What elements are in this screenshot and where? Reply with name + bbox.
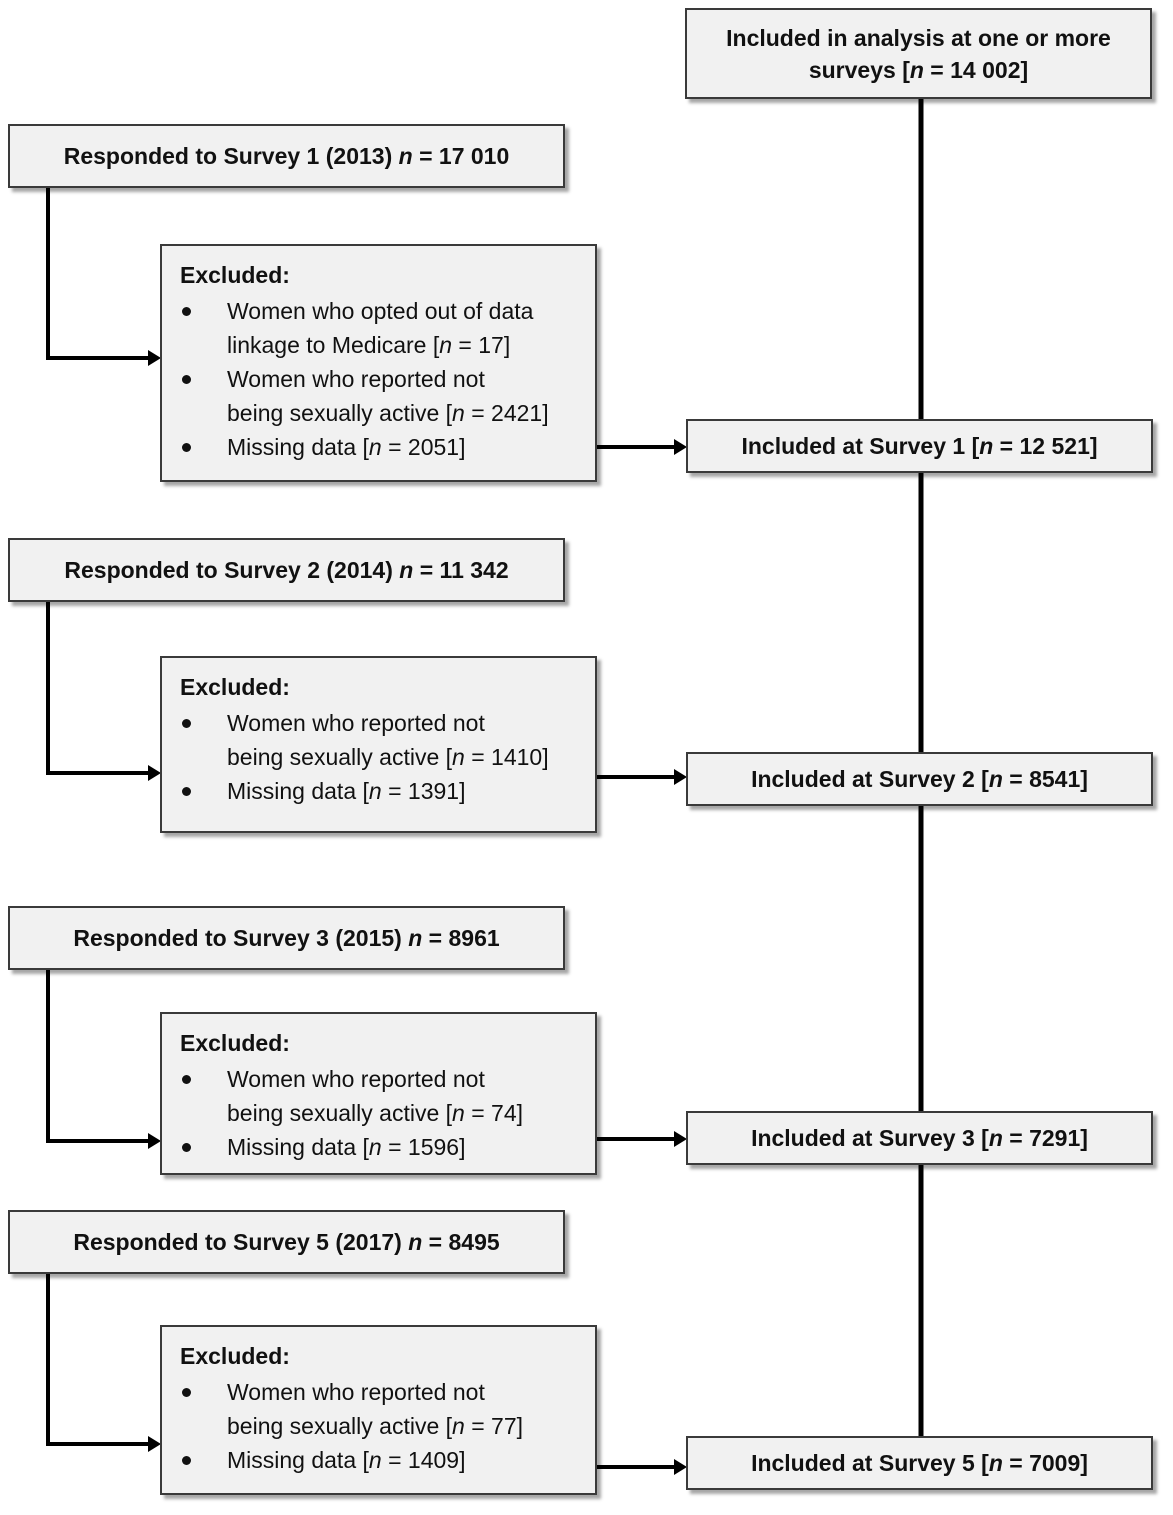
responded-survey-2-box: Responded to Survey 2 (2014) n = 11 342 xyxy=(8,538,565,602)
analysis-total-line1: Included in analysis at one or more xyxy=(726,24,1111,51)
elbow-arrow-s3 xyxy=(46,970,150,1143)
excluded-title: Excluded: xyxy=(180,674,290,700)
elbow-arrowhead-s1 xyxy=(148,350,161,366)
exclusion-item: Missing data [n = 1409] xyxy=(180,1443,577,1477)
included-survey-2-box: Included at Survey 2 [n = 8541] xyxy=(686,752,1153,806)
excluded-title: Excluded: xyxy=(180,1030,290,1056)
arrowhead-included-s3 xyxy=(674,1131,687,1147)
excluded-title: Excluded: xyxy=(180,1343,290,1369)
arrowhead-included-s5 xyxy=(674,1459,687,1475)
elbow-arrow-s5 xyxy=(46,1274,150,1446)
arrowhead-included-s2 xyxy=(674,769,687,785)
responded-survey-5-box: Responded to Survey 5 (2017) n = 8495 xyxy=(8,1210,565,1274)
excluded-title: Excluded: xyxy=(180,262,290,288)
exclusion-item: Missing data [n = 2051] xyxy=(180,430,577,464)
elbow-arrowhead-s5 xyxy=(148,1436,161,1452)
exclusion-item: Missing data [n = 1391] xyxy=(180,774,577,808)
exclusion-item: Missing data [n = 1596] xyxy=(180,1130,577,1164)
elbow-arrowhead-s3 xyxy=(148,1133,161,1149)
responded-survey-3-box: Responded to Survey 3 (2015) n = 8961 xyxy=(8,906,565,970)
elbow-arrowhead-s2 xyxy=(148,765,161,781)
elbow-arrow-s1 xyxy=(46,188,150,360)
included-survey-5-box: Included at Survey 5 [n = 7009] xyxy=(686,1436,1153,1490)
elbow-arrow-s2 xyxy=(46,602,150,775)
included-survey-1-box: Included at Survey 1 [n = 12 521] xyxy=(686,419,1153,473)
responded-survey-1-box: Responded to Survey 1 (2013) n = 17 010 xyxy=(8,124,565,188)
included-survey-3-box: Included at Survey 3 [n = 7291] xyxy=(686,1111,1153,1165)
analysis-total-box: Included in analysis at one or more surv… xyxy=(685,8,1152,99)
analysis-total-line2: surveys [n = 14 002] xyxy=(808,56,1029,83)
arrowhead-included-s1 xyxy=(674,439,687,455)
